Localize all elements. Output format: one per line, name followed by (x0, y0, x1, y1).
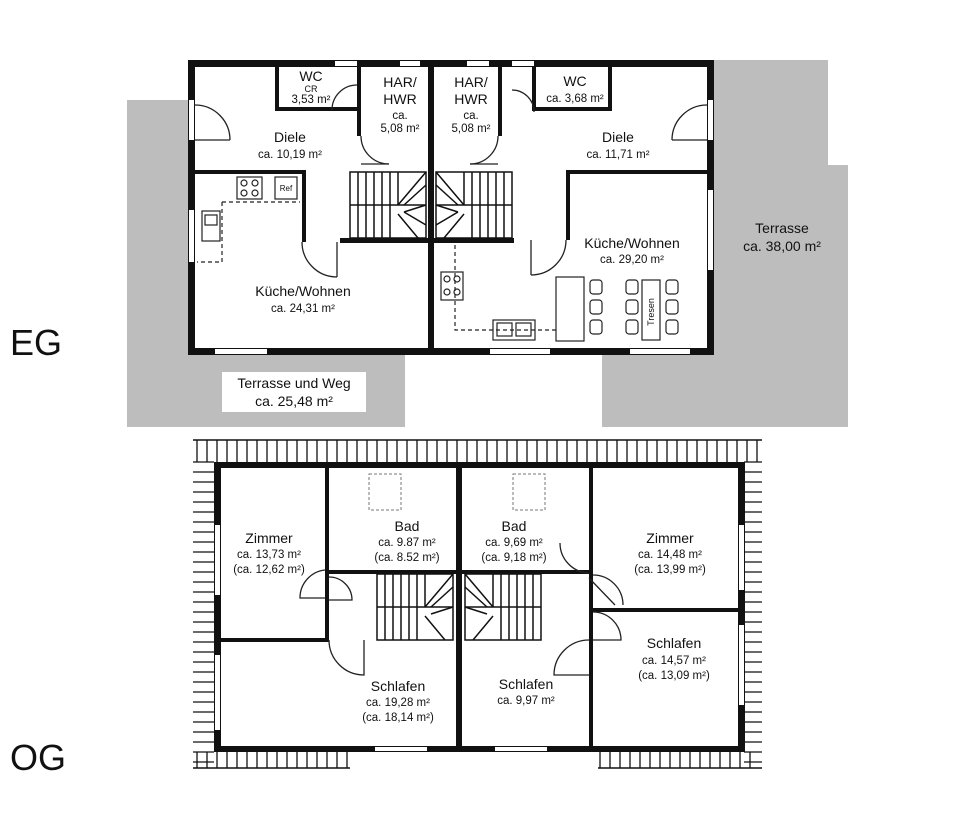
har-left-name2: HWR (383, 91, 416, 107)
har-right-area2: 5,08 m² (452, 123, 491, 135)
bad-left-area: ca. 9.87 m² (378, 537, 436, 549)
terrasse-weg-name: Terrasse und Weg (237, 375, 350, 391)
terrace-left-area (127, 100, 405, 427)
har-right-area1: ca. (463, 110, 478, 122)
terrasse-area: ca. 38,00 m² (743, 238, 821, 254)
kitchen-left-fixtures (197, 176, 300, 263)
har-right-name1: HAR/ (454, 74, 488, 90)
wc-left-area: 3,53 m² (292, 94, 331, 106)
diele-left-name: Diele (274, 129, 306, 145)
terrasse-name: Terrasse (755, 220, 809, 236)
diele-right-name: Diele (602, 129, 634, 145)
tresen-label: Tresen (646, 298, 656, 326)
stairs-og (376, 573, 542, 641)
ground-floor-plan (127, 60, 848, 427)
zimmer-right-area2: (ca. 13,99 m²) (634, 564, 706, 576)
terrace-right-area (602, 60, 848, 427)
har-left-area2: 5,08 m² (381, 123, 420, 135)
schlafen-right-area2: (ca. 13,09 m²) (638, 670, 710, 682)
bad-left-name: Bad (395, 518, 420, 534)
terrace-weg-label-box (222, 372, 366, 412)
wc-left-cr: CR (305, 84, 318, 94)
ground-floor-house (190, 60, 712, 355)
har-left-name1: HAR/ (383, 74, 417, 90)
zimmer-left-name: Zimmer (245, 530, 293, 546)
har-right-name2: HWR (454, 91, 487, 107)
bad-right-area: ca. 9,69 m² (485, 537, 543, 549)
terrasse-weg-area: ca. 25,48 m² (255, 393, 333, 409)
schlafen-right-area: ca. 14,57 m² (642, 655, 706, 667)
diele-left-area: ca. 10,19 m² (258, 149, 322, 161)
zimmer-right-area: ca. 14,48 m² (638, 549, 702, 561)
schlafen-small-area: ca. 9,97 m² (497, 695, 555, 707)
kitchen-right-fixtures (440, 245, 679, 342)
og-level-label: OG (10, 737, 66, 778)
har-left-area1: ca. (392, 110, 407, 122)
zimmer-left-area2: (ca. 12,62 m²) (233, 564, 305, 576)
schlafen-left-name: Schlafen (371, 678, 425, 694)
wc-right-name: WC (563, 73, 586, 89)
bad-right-area2: (ca. 9,18 m²) (481, 552, 546, 564)
kueche-left-name: Küche/Wohnen (255, 283, 350, 299)
ref-label: Ref (280, 184, 293, 193)
wc-left-name: WC (299, 68, 322, 84)
kueche-right-name: Küche/Wohnen (584, 235, 679, 251)
schlafen-left-area: ca. 19,28 m² (366, 697, 430, 709)
diele-right-area: ca. 11,71 m² (586, 149, 649, 161)
kueche-left-area: ca. 24,31 m² (271, 303, 335, 315)
upper-floor-plan (193, 439, 762, 769)
schlafen-left-area2: (ca. 18,14 m²) (362, 712, 434, 724)
zimmer-left-area: ca. 13,73 m² (237, 549, 301, 561)
stairs-eg (349, 171, 513, 239)
bad-left-area2: (ca. 8.52 m²) (374, 552, 439, 564)
wc-right-area: ca. 3,68 m² (546, 93, 604, 105)
schlafen-right-name: Schlafen (647, 635, 701, 651)
bad-right-name: Bad (502, 518, 527, 534)
zimmer-right-name: Zimmer (646, 530, 694, 546)
schlafen-small-name: Schlafen (499, 676, 553, 692)
kueche-right-area: ca. 29,20 m² (600, 254, 664, 266)
eg-level-label: EG (10, 322, 62, 363)
